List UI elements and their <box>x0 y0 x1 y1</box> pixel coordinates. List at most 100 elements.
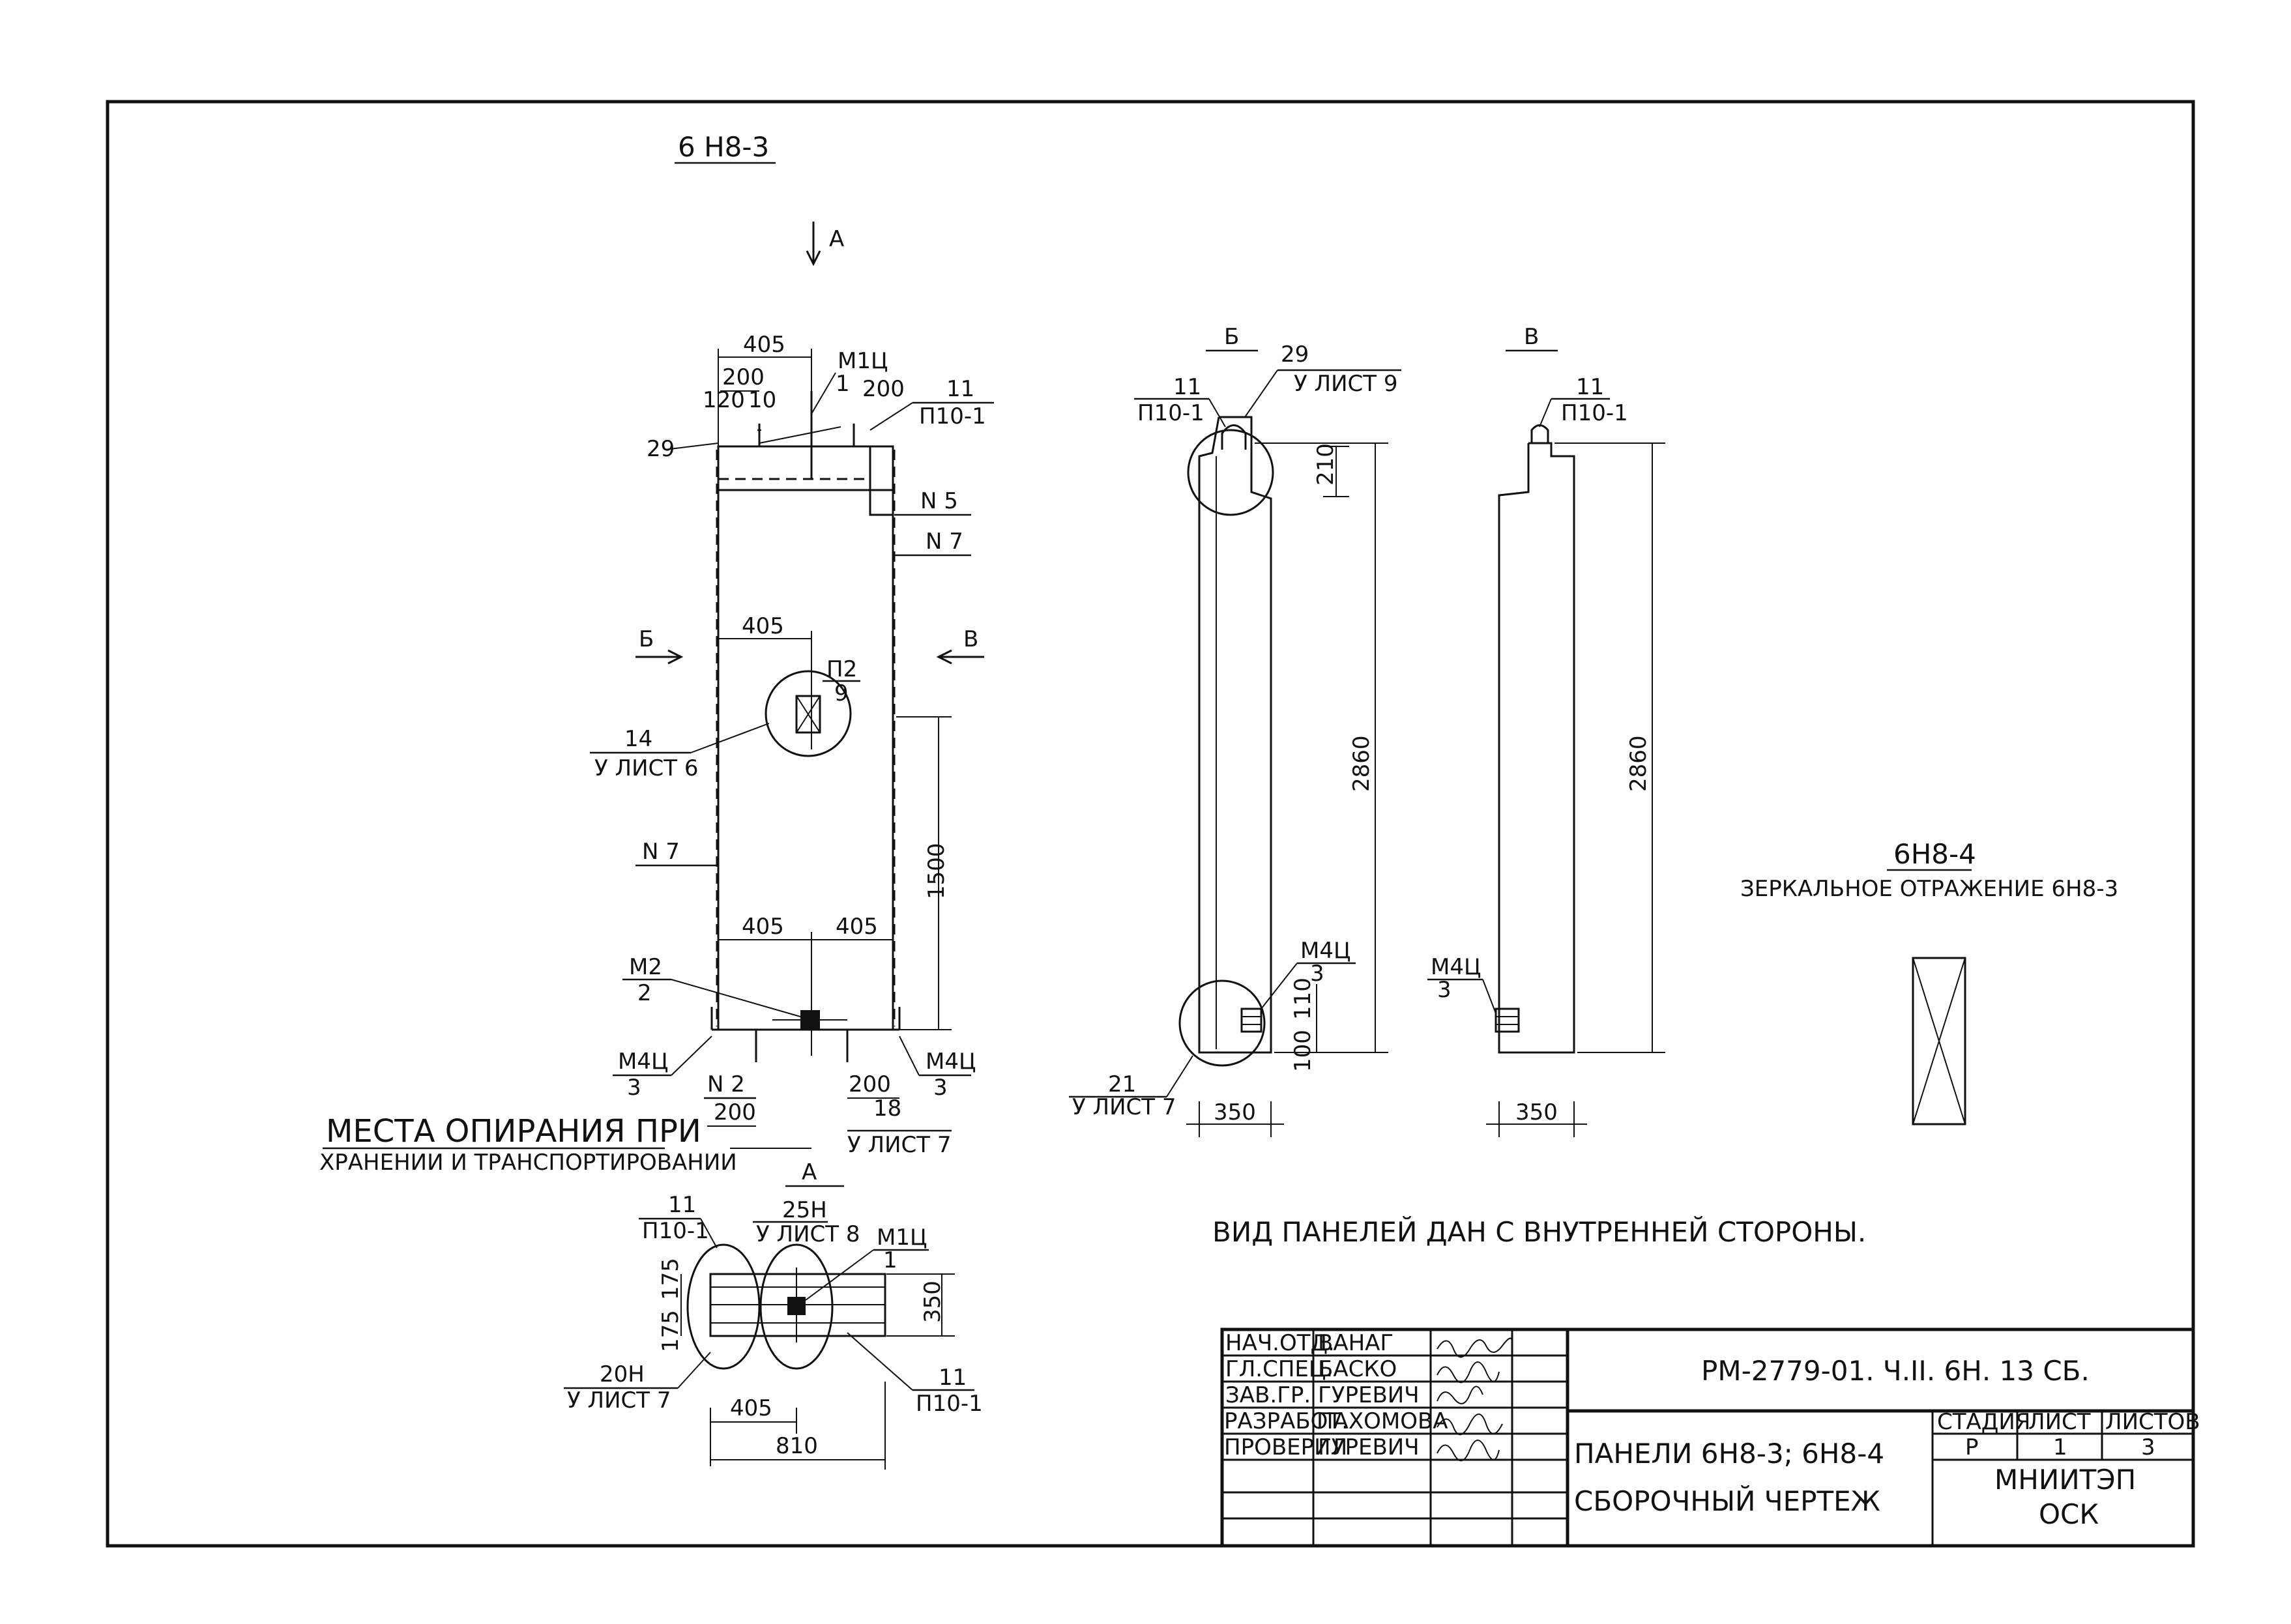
view-note: ВИД ПАНЕЛЕЙ ДАН С ВНУТРЕННЕЙ СТОРОНЫ. <box>1212 1215 1866 1248</box>
drawing-label: П10-1 <box>1137 400 1204 426</box>
drawing-label: 3 <box>627 1075 641 1101</box>
drawing-label: 175 <box>658 1310 684 1352</box>
drawing-label: 10 <box>748 387 776 413</box>
drawing-label: П2 <box>826 656 857 682</box>
drawing-label: У ЛИСТ 7 <box>847 1132 951 1158</box>
title-block: НАЧ.ОТД. ВАНАГ ГЛ.СПЕЦ. БАСКО ЗАВ.ГР. ГУ… <box>1220 1327 2200 1548</box>
section-b-view: Б 11 П10-1 29 У ЛИСТ 9 210 2860 М4Ц 3 11… <box>1069 324 1401 1137</box>
drawing-label: М1Ц <box>877 1225 927 1251</box>
drawing-label: 21 <box>1108 1071 1136 1097</box>
drawing-label: Б <box>639 626 654 652</box>
drawing-label: 810 <box>776 1433 818 1459</box>
drawing-label: 350 <box>920 1281 946 1323</box>
drawing-label: 405 <box>730 1395 772 1421</box>
drawing-label: 1 <box>836 371 850 397</box>
drawing-label: ЛИСТ <box>2028 1409 2091 1435</box>
drawing-label: М4Ц <box>618 1049 668 1075</box>
drawing-label: 350 <box>1515 1099 1558 1125</box>
drawing-label: 11 <box>668 1192 696 1218</box>
drawing-label: 3 <box>2141 1434 2155 1460</box>
drawing-label: 175 <box>658 1258 684 1300</box>
drawing-label: П10-1 <box>919 403 986 429</box>
drawing-label: 3 <box>1310 961 1324 987</box>
drawing-label: 200 <box>714 1099 756 1125</box>
drawing-label: 2860 <box>1349 735 1375 792</box>
drawing-label: ГУРЕВИЧ <box>1318 1382 1420 1408</box>
drawing-label: 9 <box>834 680 849 706</box>
drawing-label: П10-1 <box>916 1391 983 1417</box>
drawing-label: 1500 <box>924 843 950 899</box>
drawing-label: 3 <box>933 1075 948 1101</box>
drawing-label: 100 <box>1290 1030 1316 1072</box>
drawing-label: ЗЕРКАЛЬНОЕ ОТРАЖЕНИЕ 6Н8-3 <box>1740 876 2118 902</box>
drawing-label: 1 <box>2053 1434 2067 1460</box>
sheet-title: 6 Н8-3 <box>678 131 769 163</box>
drawing-label: 350 <box>1214 1099 1256 1125</box>
sheet-frame <box>106 100 2195 1548</box>
mirror-note: 6Н8-4 ЗЕРКАЛЬНОЕ ОТРАЖЕНИЕ 6Н8-3 <box>1740 838 2118 1125</box>
org-name: МНИИТЭП <box>1994 1464 2136 1496</box>
drawing-label: М4Ц <box>926 1049 976 1075</box>
drawing-label: П10-1 <box>1561 400 1628 426</box>
drawing-label: 11 <box>939 1365 967 1391</box>
drawing-label: А <box>802 1159 817 1185</box>
drawing-label: 200 <box>722 364 765 390</box>
drawing-label: М2 <box>629 954 662 980</box>
supports-note-line2: ХРАНЕНИИ И ТРАНСПОРТИРОВАНИИ <box>319 1150 737 1176</box>
drawing-label: 405 <box>836 914 878 940</box>
drawing-label: 11 <box>1576 374 1604 400</box>
org-dept: ОСК <box>2039 1498 2099 1530</box>
drawing-label: В <box>1524 324 1539 350</box>
drawing-label: N 5 <box>920 488 958 514</box>
drawing-label: 405 <box>742 613 784 639</box>
drawing-label: 29 <box>1281 341 1309 368</box>
drawing-label: СТАДИЯ <box>1937 1409 2030 1435</box>
drawing-label: N 7 <box>926 529 963 555</box>
drawing-label: НАЧ.ОТД. <box>1225 1330 1335 1356</box>
drawing-label: Б <box>1224 324 1239 350</box>
drawing-label: 20Н <box>600 1361 645 1387</box>
panel-outline <box>717 445 894 1031</box>
drawing-label: БАСКО <box>1318 1356 1397 1382</box>
drawing-label: 11 <box>946 376 974 402</box>
drawing-label: У ЛИСТ 6 <box>594 755 698 781</box>
drawing-label: У ЛИСТ 7 <box>1072 1094 1176 1120</box>
drawing-name-2: СБОРОЧНЫЙ ЧЕРТЕЖ <box>1574 1485 1880 1517</box>
drawing-label: 200 <box>862 376 905 402</box>
drawing-label: М1Ц <box>838 348 888 374</box>
main-view: 6 Н8-3 А 405 200 120 10 2 9 М1Ц 1 200 11 <box>319 131 994 1176</box>
drawing-label: 11 <box>1173 374 1201 400</box>
drawing-label: 18 <box>873 1095 901 1122</box>
drawing-name-1: ПАНЕЛИ 6Н8-3; 6Н8-4 <box>1574 1438 1884 1470</box>
drawing-label: ГЛ.СПЕЦ. <box>1225 1356 1333 1382</box>
drawing-label: У ЛИСТ 9 <box>1294 371 1397 397</box>
drawing-label: 210 <box>1313 443 1339 486</box>
drawing-label: 3 <box>1437 977 1452 1003</box>
drawing-label: 25Н <box>782 1197 827 1223</box>
drawing-label: ПАХОМОВА <box>1317 1408 1448 1434</box>
drawing-label: Р <box>1965 1434 1979 1460</box>
drawing-label: М4Ц <box>1300 938 1350 964</box>
section-v-view: В 11 П10-1 2860 М4Ц 3 350 <box>1427 324 1665 1137</box>
drawing-label: 405 <box>743 332 785 358</box>
drawing-label: ЛИСТОВ <box>2105 1409 2200 1435</box>
supports-note-line1: МЕСТА ОПИРАНИЯ ПРИ <box>326 1113 701 1150</box>
drawing-label: 2 <box>637 980 652 1006</box>
drawing-label: У ЛИСТ 8 <box>756 1221 860 1247</box>
view-arrow-label: А <box>829 226 844 252</box>
doc-code: РМ-2779-01. Ч.II. 6Н. 13 СБ. <box>1701 1355 2090 1387</box>
drawing-label: У ЛИСТ 7 <box>567 1387 671 1414</box>
drawing-label: 200 <box>849 1071 891 1097</box>
drawing-label: ПРОВЕРИЛ <box>1224 1434 1347 1460</box>
drawing-label: РАЗРАБОТ. <box>1224 1408 1349 1434</box>
drawing-label: ЗАВ.ГР. <box>1225 1382 1311 1408</box>
drawing-label: 2860 <box>1626 735 1652 792</box>
drawing-label: М4Ц <box>1431 954 1481 980</box>
drawing-label: 405 <box>742 914 784 940</box>
drawing-label: N 7 <box>642 839 680 865</box>
drawing-label: 120 <box>703 387 745 413</box>
drawing-label: В <box>963 626 978 652</box>
drawing-label: 14 <box>624 726 652 752</box>
drawing-label: ВАНАГ <box>1318 1330 1394 1356</box>
